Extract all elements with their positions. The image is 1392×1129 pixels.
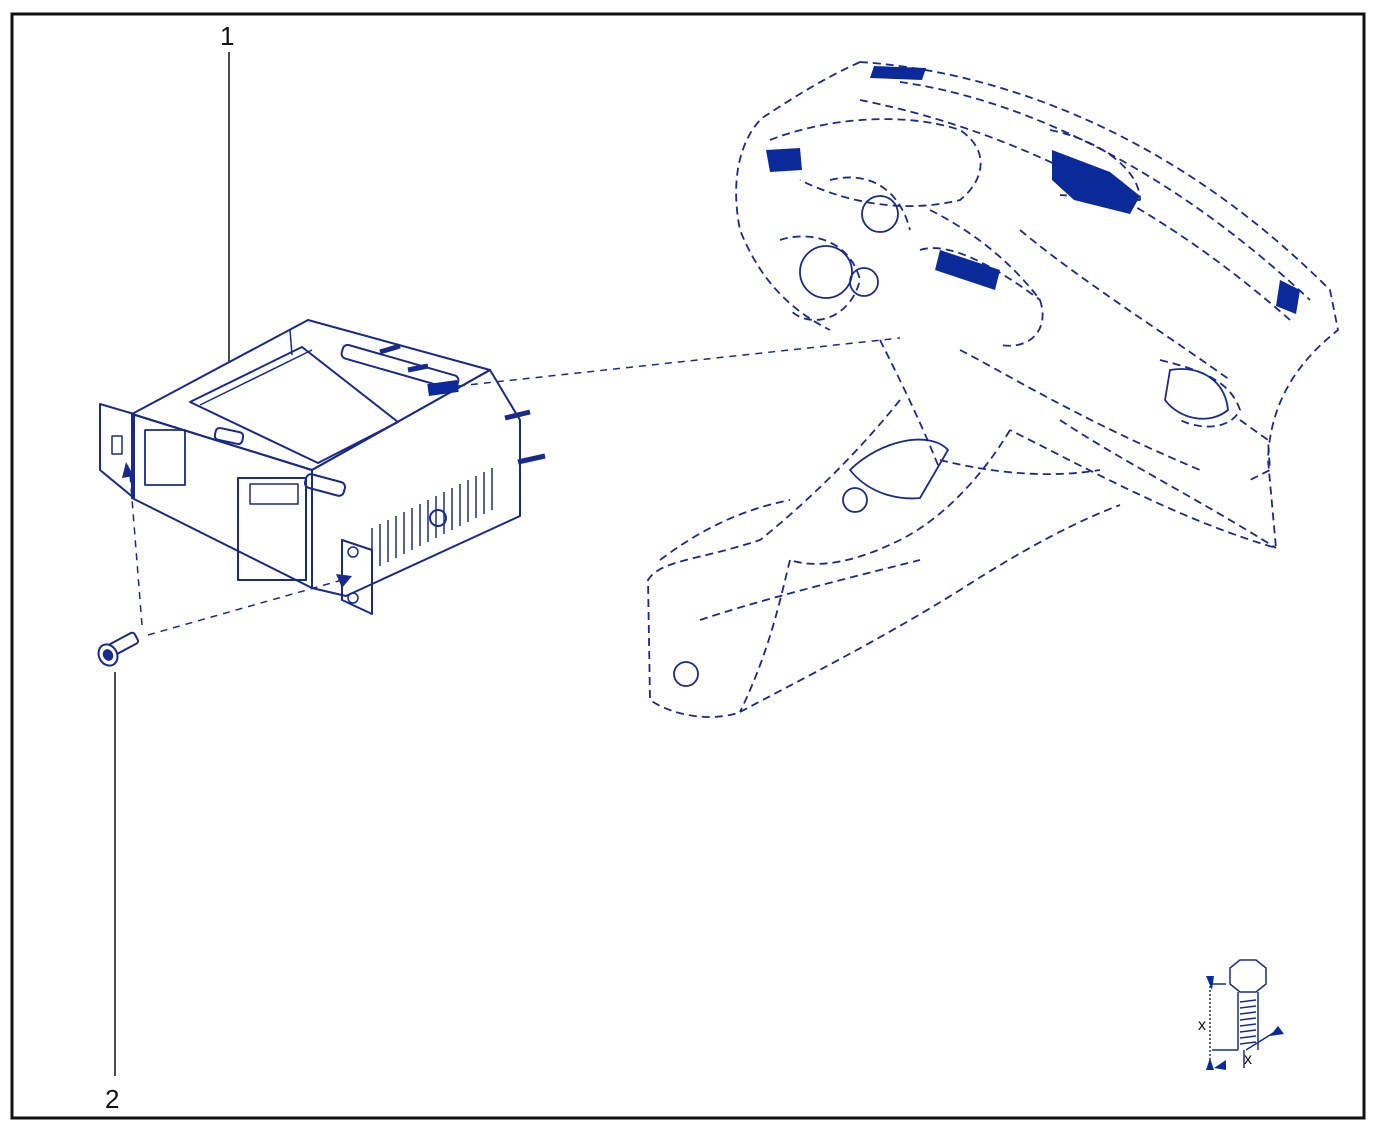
assembly-arrows [122,462,352,588]
fastener-dimension-symbol: x x [1198,959,1284,1070]
assembly-lines [129,337,901,636]
callout-2: 2 [105,672,119,1114]
callout-1: 1 [220,21,234,362]
screw-fastener [97,631,140,667]
callout-2-label: 2 [105,1084,119,1114]
callout-1-label: 1 [220,21,234,51]
diagram-border [10,12,1366,1120]
radio-unit [99,319,546,615]
dashboard-details [673,195,1229,687]
dimension-label-right: x [1244,1051,1252,1068]
dimension-label-left: x [1198,1017,1206,1034]
dashboard-phantom [647,61,1339,718]
radio-side-vents [371,468,493,570]
dashboard-vents [766,66,1300,314]
